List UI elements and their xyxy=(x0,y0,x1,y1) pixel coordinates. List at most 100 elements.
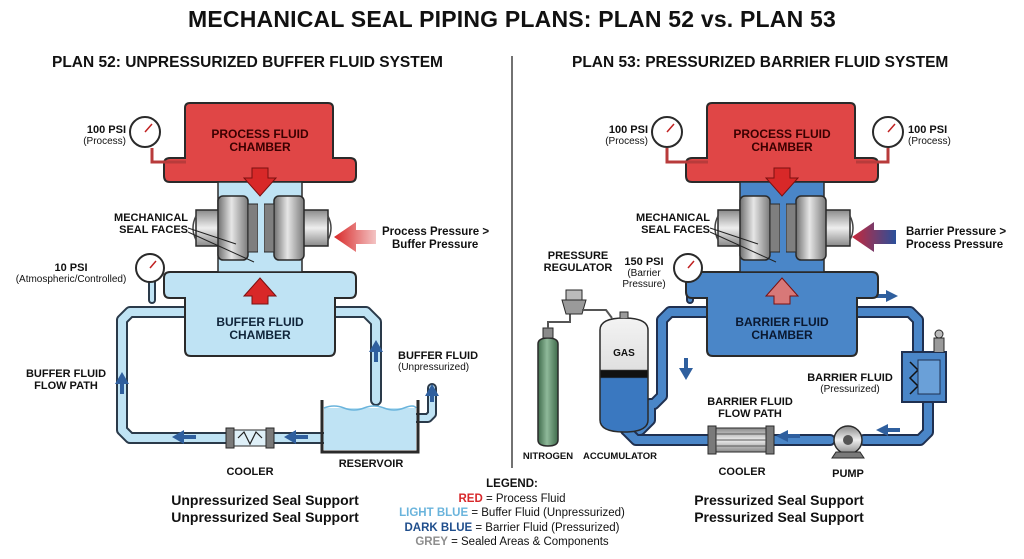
plan53-gauge-barrier xyxy=(673,253,703,283)
plan53-gas-label: GAS xyxy=(613,348,635,359)
legend-key-red: RED xyxy=(458,492,483,505)
plan53-gauge-barrier-label: 150 PSI (Barrier Pressure) xyxy=(616,256,672,290)
plan52-buffer-fluid-title: BUFFER FLUID xyxy=(398,350,479,362)
plan52-gauge-process-value: 100 PSI xyxy=(86,124,126,136)
legend-key-grey: GREY xyxy=(415,536,448,549)
plan53-pressure-note: Barrier Pressure > Process Pressure xyxy=(906,226,1022,251)
plan52-gauge-buffer-value: 10 PSI xyxy=(54,262,88,274)
plan52-buffer-fluid-note: (Unpressurized) xyxy=(398,362,470,374)
plan53-cooler-label: COOLER xyxy=(718,466,766,478)
plan53-seal-faces-label: MECHANICAL SEAL FACES xyxy=(620,212,710,236)
plan53-process-chamber-label: PROCESS FLUID CHAMBER xyxy=(717,127,847,155)
legend-item-grey: GREY = Sealed Areas & Components xyxy=(380,535,644,550)
plan53-pump xyxy=(831,425,865,459)
plan53-heading: PLAN 53: PRESSURIZED BARRIER FLUID SYSTE… xyxy=(572,54,949,71)
plan52-pressure-line1: Process Pressure > xyxy=(382,226,490,238)
plan52-seal-line1: MECHANICAL xyxy=(114,212,188,224)
plan52-reservoir-label: RESERVOIR xyxy=(338,458,404,470)
plan52-support-line1: Unpressurized Seal Support xyxy=(171,492,359,508)
plan53-barrier-chamber xyxy=(685,271,879,357)
plan53-pressure-line2: Process Pressure xyxy=(906,238,1004,251)
plan53-process-chamber xyxy=(685,102,879,183)
plan52-process-chamber xyxy=(163,102,357,183)
legend: LEGEND: RED = Process Fluid LIGHT BLUE =… xyxy=(380,477,644,550)
plan53-barrier-fluid-title: BARRIER FLUID xyxy=(807,372,893,384)
plan53-process-line1: PROCESS FLUID xyxy=(733,127,831,141)
plan52-process-line1: PROCESS FLUID xyxy=(211,127,309,141)
legend-title: LEGEND: xyxy=(486,478,538,490)
plan53-gauge-left xyxy=(651,116,708,164)
plan52-reservoir xyxy=(320,400,420,454)
legend-desc-grey: = Sealed Areas & Components xyxy=(447,536,609,549)
plan52-flow-arrows xyxy=(115,340,439,444)
plan52-seal-assembly xyxy=(192,181,332,273)
plan53-seal-assembly xyxy=(714,181,854,273)
plan53-support-line2: Pressurized Seal Support xyxy=(694,509,864,525)
plan53-support-text: Pressurized Seal Support Pressurized Sea… xyxy=(664,492,894,526)
plan53-nitrogen-bottle xyxy=(537,312,571,447)
legend-item-red: RED = Process Fluid xyxy=(380,492,644,507)
plan52-process-line2: CHAMBER xyxy=(229,140,291,155)
plan53-accumulator-label: ACCUMULATOR xyxy=(582,451,658,462)
plan52-buffer-chamber-label: BUFFER FLUID CHAMBER xyxy=(195,315,325,343)
plan53-barrier-fluid-note: (Pressurized) xyxy=(820,384,880,396)
plan53-regulator-line1: PRESSURE xyxy=(547,250,609,262)
plan52-seal-line2: SEAL FACES xyxy=(119,224,188,237)
plan52-heading: PLAN 52: UNPRESSURIZED BUFFER FLUID SYST… xyxy=(52,54,443,71)
plan52-pressure-arrows xyxy=(242,167,376,305)
plan53-leaders xyxy=(709,227,777,263)
plan53-gauge-right xyxy=(856,116,904,164)
plan52-gauge-process-label: 100 PSI (Process) xyxy=(60,124,126,147)
plan52-seal-faces-label: MECHANICAL SEAL FACES xyxy=(98,212,188,236)
plan53-accumulator xyxy=(599,311,649,433)
plan52-gauge-buffer xyxy=(135,253,165,283)
plan53-pressure-arrows xyxy=(764,167,896,305)
plan53-support-line1: Pressurized Seal Support xyxy=(694,492,864,508)
plan53-gauge-right-label: 100 PSI (Process) xyxy=(908,124,974,147)
plan52-gauge-process-note: (Process) xyxy=(83,136,126,148)
plan53-nitrogen-label: NITROGEN xyxy=(522,451,574,462)
plan53-cooler xyxy=(707,425,775,455)
plan52-support-text: Unpressurized Seal Support Unpressurized… xyxy=(150,492,380,526)
plan52-gauge-buffer-label: 10 PSI (Atmospheric/Controlled) xyxy=(4,262,138,285)
plan53-gauge-left-label: 100 PSI (Process) xyxy=(582,124,648,147)
plan53-gauge-left-value: 100 PSI xyxy=(608,124,648,136)
plan52-buffer-fluid-label: BUFFER FLUID (Unpressurized) xyxy=(398,350,498,373)
legend-desc-red: = Process Fluid xyxy=(482,492,566,505)
plan53-barrier-line1: BARRIER FLUID xyxy=(735,315,829,329)
plan52-support-line2: Unpressurized Seal Support xyxy=(171,509,359,525)
plan53-gauge-right-note: (Process) xyxy=(908,136,951,148)
plan53-pressure-line1: Barrier Pressure > xyxy=(906,226,1007,238)
plan53-gauge-left-note: (Process) xyxy=(605,136,648,148)
plan52-flow-line1: BUFFER FLUID xyxy=(25,368,107,380)
plan53-pump-label: PUMP xyxy=(832,468,864,480)
plan52-pressure-note: Process Pressure > Buffer Pressure xyxy=(382,226,502,251)
plan53-flow-line1: BARRIER FLUID xyxy=(707,396,793,408)
plan52-process-chamber-label: PROCESS FLUID CHAMBER xyxy=(195,127,325,155)
legend-item-dark-blue: DARK BLUE = Barrier Fluid (Pressurized) xyxy=(380,521,644,536)
plan53-gauge-barrier-note2: Pressure) xyxy=(622,279,666,291)
legend-desc-dark-blue: = Barrier Fluid (Pressurized) xyxy=(472,521,620,534)
plan52-cooler xyxy=(225,427,275,449)
plan52-flow-path-label: BUFFER FLUID FLOW PATH xyxy=(20,368,112,392)
plan53-seal-line1: MECHANICAL xyxy=(636,212,710,224)
plan53-barrier-chamber-label: BARRIER FLUID CHAMBER xyxy=(717,315,847,342)
plan53-barrier-fluid-label: BARRIER FLUID (Pressurized) xyxy=(800,372,900,395)
plan53-seal-line2: SEAL FACES xyxy=(641,224,710,237)
plan53-flow-arrows xyxy=(679,290,900,442)
legend-item-light-blue: LIGHT BLUE = Buffer Fluid (Unpressurized… xyxy=(380,506,644,521)
page-title: MECHANICAL SEAL PIPING PLANS: PLAN 52 vs… xyxy=(188,6,836,32)
plan52-buffer-line1: BUFFER FLUID xyxy=(216,315,304,329)
plan53-regulator-label: PRESSURE REGULATOR xyxy=(538,250,618,274)
plan53-process-line2: CHAMBER xyxy=(751,140,813,155)
legend-key-light-blue: LIGHT BLUE xyxy=(399,507,469,520)
plan52-gauge-process xyxy=(129,116,186,164)
plan53-gauge-barrier-note1: (Barrier xyxy=(627,268,661,280)
plan52-flow-line2: FLOW PATH xyxy=(34,380,98,393)
plan52-cooler-label: COOLER xyxy=(226,466,274,478)
plan53-flow-line2: FLOW PATH xyxy=(718,408,782,421)
plan52-buffer-chamber xyxy=(163,271,357,357)
plan52-buffer-line2: CHAMBER xyxy=(229,328,291,343)
